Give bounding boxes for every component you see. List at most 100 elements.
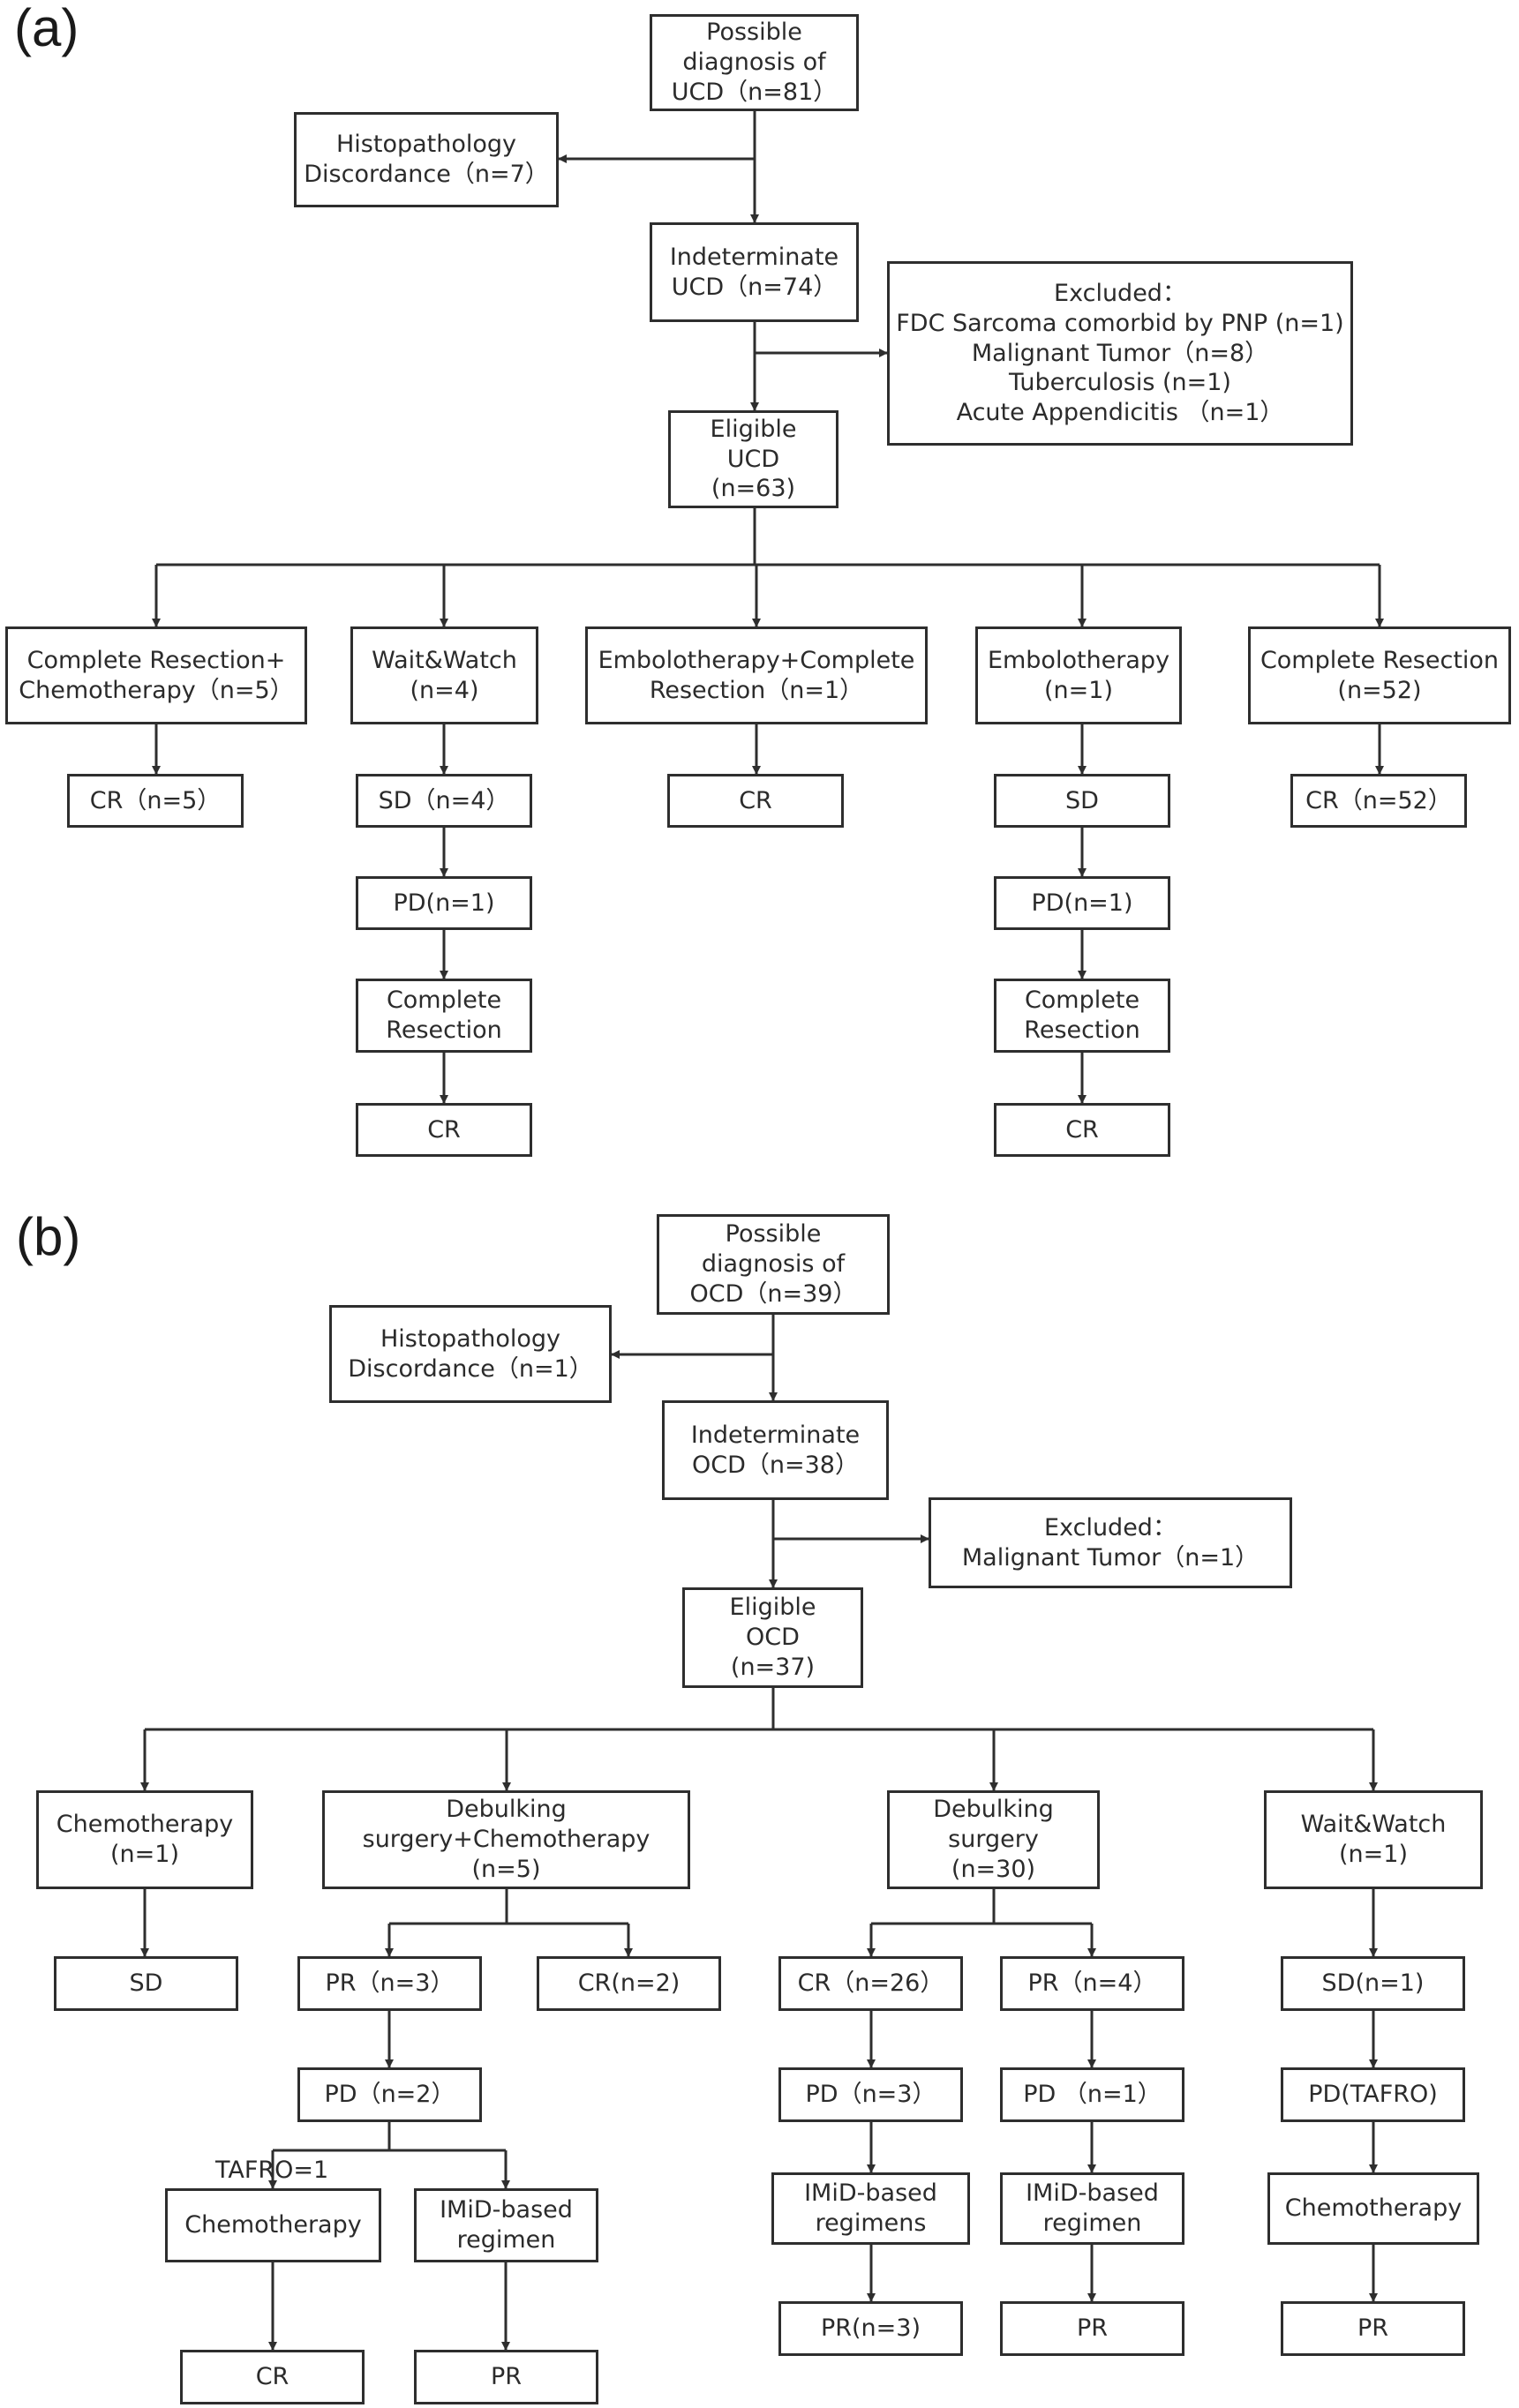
node-panel-b-b2-imid-out: PR — [414, 2350, 598, 2404]
node-panel-b-b2-chemo: Chemotherapy — [165, 2188, 381, 2262]
node-text-line: PR — [1357, 2314, 1389, 2343]
node-panel-b-b3-pr-out: PR — [1000, 2301, 1184, 2356]
node-text-line: PD（n=2） — [324, 2081, 455, 2109]
node-text-line: PR(n=3) — [820, 2314, 921, 2343]
node-panel-b-b1-out: SD — [54, 1956, 238, 2011]
node-text-line: (n=30) — [951, 1855, 1036, 1883]
node-text-line: PD(TAFRO) — [1308, 2081, 1438, 2109]
node-text-line: CR(n=2) — [577, 1969, 681, 1998]
node-text-line: Acute Appendicitis （n=1） — [956, 399, 1284, 427]
node-panel-b-b3-pr-pd: PD （n=1） — [1000, 2067, 1184, 2122]
node-text-line: Malignant Tumor（n=8） — [971, 339, 1269, 367]
node-text-line: regimen — [456, 2226, 556, 2254]
node-text-line: Debulking — [933, 1796, 1054, 1824]
node-text-line: Complete — [1024, 986, 1140, 1015]
node-text-line: Complete Resection+ — [26, 646, 286, 674]
node-text-line: IMiD-based — [440, 2196, 573, 2224]
node-panel-a-b4-out2: PD(n=1) — [994, 876, 1170, 930]
node-text-line: Tuberculosis (n=1) — [1009, 369, 1231, 397]
node-panel-a-excluded: Excluded：FDC Sarcoma comorbid by PNP (n=… — [887, 261, 1353, 446]
node-panel-b-b4-out3: Chemotherapy — [1267, 2172, 1479, 2245]
node-text-line: OCD（n=38） — [692, 1451, 859, 1479]
node-text-line: Complete Resection — [1260, 646, 1500, 674]
node-text-line: (n=37) — [730, 1653, 816, 1681]
node-text-line: regimen — [1042, 2209, 1142, 2237]
node-text-line: Discordance（n=7） — [304, 161, 549, 188]
node-text-line: Indeterminate — [690, 1421, 861, 1449]
node-text-line: IMiD-based — [1026, 2179, 1159, 2208]
node-text-line: PR（n=4） — [1027, 1969, 1157, 1998]
node-panel-a-b2: Wait&Watch(n=4) — [350, 626, 538, 724]
node-text-line: SD(n=1) — [1321, 1969, 1425, 1998]
node-text-line: surgery — [948, 1826, 1039, 1854]
node-panel-a-b2-out1: SD（n=4） — [356, 774, 532, 828]
node-panel-b-b1: Chemotherapy(n=1) — [36, 1790, 253, 1889]
connectors — [140, 111, 1384, 2351]
node-panel-b-b3-pr: PR（n=4） — [1000, 1956, 1184, 2011]
node-panel-b-b4: Wait&Watch(n=1) — [1264, 1790, 1483, 1889]
node-text-line: CR（n=5） — [89, 786, 222, 814]
node-panel-b-b2-pr: PR（n=3） — [297, 1956, 482, 2011]
node-text-line: CR — [427, 1115, 461, 1144]
node-text-line: PR — [490, 2363, 523, 2391]
node-text-line: Excluded： — [1054, 280, 1186, 308]
panel-b-label: (b) — [16, 1207, 81, 1266]
node-panel-a-b5: Complete Resection(n=52) — [1248, 626, 1511, 724]
node-text-line: Chemotherapy — [1284, 2194, 1463, 2223]
node-panel-b-b3-cr-out: PR(n=3) — [778, 2301, 963, 2356]
node-text-line: PR — [1076, 2314, 1109, 2343]
node-text-line: CR（n=26） — [797, 1969, 944, 1998]
node-text-line: (n=1) — [1339, 1841, 1408, 1868]
node-text-line: (n=1) — [1044, 676, 1113, 704]
node-panel-b-b4-out2: PD(TAFRO) — [1281, 2067, 1465, 2122]
node-text-line: Resection（n=1） — [649, 676, 864, 704]
node-text-line: Resection — [386, 1016, 502, 1044]
node-text-line: Debulking — [446, 1796, 567, 1824]
node-panel-a-b2-out4: CR — [356, 1103, 532, 1157]
tafro-edge-label: TAFRO=1 — [215, 2157, 329, 2184]
node-panel-a-b1: Complete Resection+Chemotherapy（n=5） — [5, 626, 307, 724]
node-text-line: PD（n=3） — [805, 2081, 936, 2109]
node-panel-a-b4-out1: SD — [994, 774, 1170, 828]
node-text-line: surgery+Chemotherapy — [362, 1826, 650, 1854]
node-text-line: UCD（n=81） — [671, 78, 838, 106]
node-text-line: Chemotherapy（n=5） — [19, 676, 294, 704]
node-text-line: Indeterminate — [669, 243, 839, 271]
node-text-line: Chemotherapy — [56, 1811, 234, 1839]
node-text-line: Possible — [706, 19, 802, 47]
node-text-line: (n=5) — [471, 1855, 541, 1883]
node-text-line: diagnosis of — [701, 1250, 846, 1279]
node-text-line: Eligible — [729, 1594, 816, 1622]
node-text-line: Complete — [386, 986, 502, 1015]
node-panel-a-b2-out2: PD(n=1) — [356, 876, 532, 930]
node-text-line: OCD（n=39） — [689, 1279, 857, 1308]
node-text-line: Chemotherapy — [184, 2211, 362, 2239]
node-text-line: regimens — [815, 2209, 927, 2237]
node-text-line: CR — [739, 786, 772, 814]
node-text-line: Histopathology — [335, 131, 517, 159]
node-text-line: diagnosis of — [682, 49, 826, 77]
node-text-line: UCD — [726, 445, 780, 473]
node-text-line: (n=1) — [110, 1841, 179, 1868]
node-panel-a-b4: Embolotherapy(n=1) — [975, 626, 1182, 724]
node-panel-b-b2-cr: CR(n=2) — [537, 1956, 721, 2011]
node-text-line: Eligible — [710, 415, 797, 443]
node-text-line: Wait&Watch — [1300, 1811, 1447, 1839]
node-panel-a-b4-out4: CR — [994, 1103, 1170, 1157]
